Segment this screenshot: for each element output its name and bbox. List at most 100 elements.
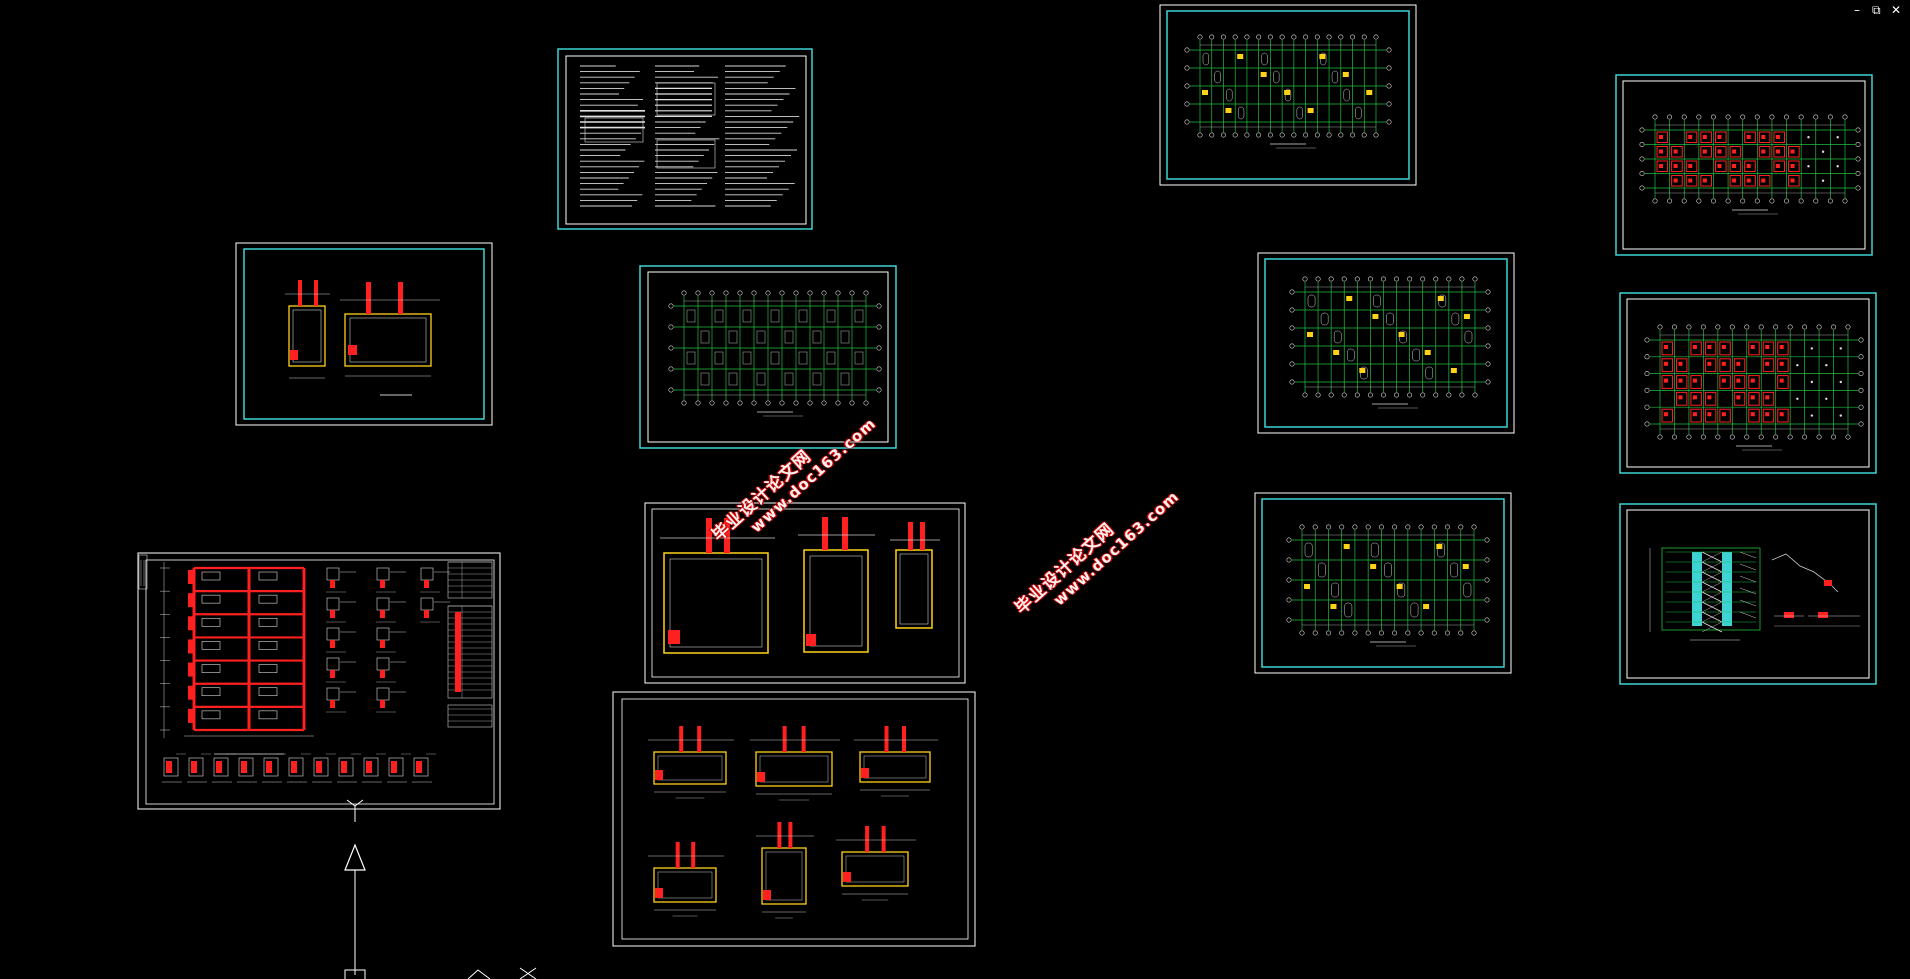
grid-bubble — [793, 400, 799, 406]
grid-bubble — [1184, 83, 1190, 89]
drawing-stroke — [1692, 395, 1697, 400]
grid-bubble — [1729, 434, 1735, 440]
drawing-stroke — [1342, 72, 1349, 77]
grid-bubble — [681, 290, 687, 296]
grid-bubble — [1784, 114, 1790, 120]
drawing-stroke — [201, 571, 221, 581]
drawing-stroke — [366, 761, 372, 773]
grid-bubble — [1209, 132, 1215, 138]
drawing-stroke — [1464, 330, 1473, 344]
grid-bubble — [1787, 324, 1793, 330]
notes-text-block — [580, 65, 800, 207]
sheet-column-plan-2[interactable] — [1619, 292, 1877, 474]
grid-bubble — [876, 366, 882, 372]
drawing-stroke — [1790, 164, 1795, 168]
grid-bubble — [1816, 324, 1822, 330]
footing-detail-2 — [340, 282, 440, 377]
grid-bubble — [1267, 34, 1273, 40]
sheet-foundation-details-multi[interactable] — [612, 691, 976, 947]
grid-bubble — [1314, 34, 1320, 40]
drawing-stroke — [326, 687, 340, 701]
sheet-floor-plan-mid[interactable] — [1257, 252, 1515, 434]
drawing-stroke — [1729, 175, 1742, 187]
grid-bubble — [1354, 276, 1360, 282]
close-icon[interactable]: ✕ — [1891, 3, 1902, 17]
drawing-stroke — [1317, 562, 1326, 578]
restore-icon[interactable]: ⧉ — [1872, 3, 1881, 17]
grid-bubble — [1291, 34, 1297, 40]
sheet-foundation-details-large[interactable] — [644, 502, 966, 684]
drawing-stroke — [1656, 160, 1669, 172]
drawing-stroke — [742, 351, 752, 365]
drawing-stroke — [201, 687, 221, 697]
drawing-stroke — [1396, 584, 1403, 589]
drawing-stroke — [1739, 587, 1757, 595]
sheet-foundation-grid-plan[interactable] — [639, 265, 897, 449]
drawing-stroke — [1261, 52, 1268, 66]
drawing-stroke — [1450, 562, 1459, 578]
grid-bubble — [1267, 132, 1273, 138]
grid-bubble — [1350, 34, 1356, 40]
drawing-stroke — [1685, 131, 1698, 143]
sheet-design-notes[interactable] — [557, 48, 813, 230]
drawing-stroke — [388, 757, 404, 777]
drawing-stroke — [376, 597, 390, 611]
drawing-stroke — [1721, 378, 1726, 383]
drawing-stroke — [1692, 345, 1697, 349]
grid-bubble — [1802, 434, 1808, 440]
drawing-stroke — [759, 755, 829, 783]
drawing-stroke — [201, 617, 221, 627]
drawing-stroke — [1739, 551, 1757, 559]
grid-bubble — [1446, 392, 1452, 398]
drawing-stroke — [1410, 602, 1419, 618]
drawing-stroke — [1685, 175, 1698, 187]
grid-bubble — [1184, 101, 1190, 107]
grid-bubble — [1644, 421, 1650, 427]
minimize-icon[interactable]: – — [1854, 3, 1860, 17]
drawing-stroke — [1355, 106, 1362, 120]
drawing-stroke — [763, 890, 771, 900]
grid-bubble — [1831, 324, 1837, 330]
grid-bubble — [1798, 114, 1804, 120]
grid-bubble — [1740, 114, 1746, 120]
grid-bubble — [1197, 34, 1203, 40]
grid-bubble — [1338, 132, 1344, 138]
grid-bubble — [1744, 434, 1750, 440]
sheet-floor-plan-top[interactable] — [1159, 4, 1417, 186]
drawing-stroke — [863, 755, 927, 779]
drawing-stroke — [1736, 361, 1741, 366]
sheet-floor-plan-low[interactable] — [1254, 492, 1512, 674]
grid-bubble — [1696, 114, 1702, 120]
drawing-stroke — [1733, 358, 1746, 373]
grid-bubble — [1341, 276, 1347, 282]
drawing-stroke — [812, 330, 822, 344]
grid-bubble — [1339, 524, 1345, 530]
drawing-stroke — [1733, 375, 1746, 389]
drawing-stroke — [1398, 332, 1405, 337]
floor-plan-grid — [1286, 524, 1490, 647]
drawing-stroke — [1777, 341, 1789, 356]
drawing-stroke — [1424, 350, 1431, 355]
grid-bubble — [1858, 387, 1864, 393]
drawing-stroke — [266, 761, 272, 773]
drawing-stroke — [330, 670, 335, 678]
grid-bubble — [709, 400, 715, 406]
grid-bubble — [1710, 114, 1716, 120]
grid-bubble — [1652, 114, 1658, 120]
sheet-frame-elevation[interactable] — [137, 552, 501, 810]
grid-bubble — [876, 345, 882, 351]
grid-bubble — [1813, 198, 1819, 204]
grid-bubble — [1392, 524, 1398, 530]
grid-bubble — [1394, 276, 1400, 282]
drawing-stroke — [843, 872, 851, 882]
sheet-foundation-details-small[interactable] — [235, 242, 493, 426]
drawing-stroke — [697, 726, 702, 752]
sheet-stair-details[interactable] — [1619, 503, 1877, 685]
sheet-column-plan-1[interactable] — [1615, 74, 1873, 256]
drawing-stroke — [1659, 149, 1663, 154]
grid-bubble — [765, 290, 771, 296]
grid-bubble — [1644, 337, 1650, 343]
grid-bubble — [1405, 630, 1411, 636]
drawing-stroke — [1788, 175, 1800, 187]
